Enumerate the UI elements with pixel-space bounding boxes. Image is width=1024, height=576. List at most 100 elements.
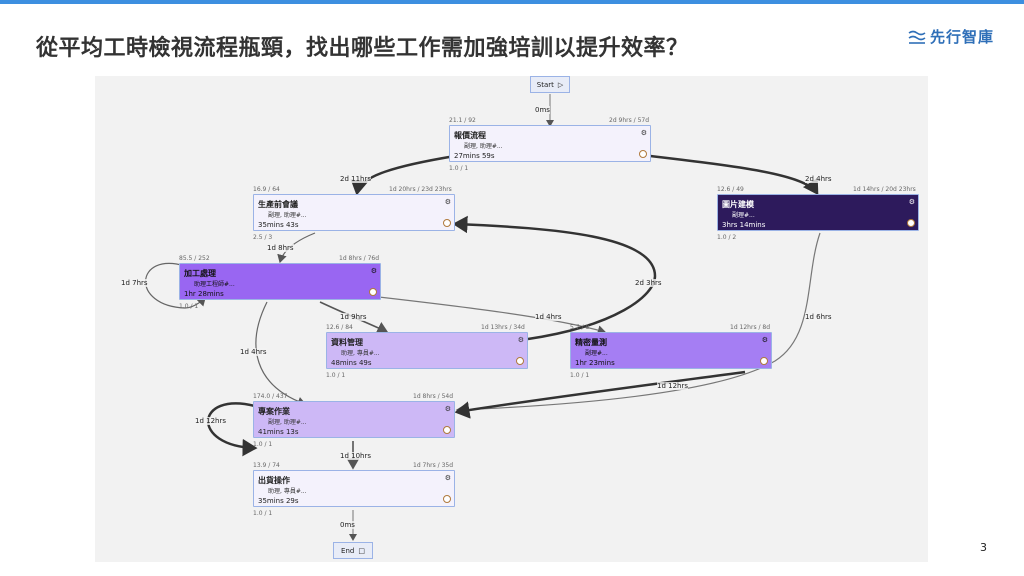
activity-name: 專案作業 [258,407,290,416]
edge-label: 0ms [535,106,550,114]
activity-node-jingmi[interactable]: 精密量測 副理#... 1hr 23mins ⚙ [570,332,772,369]
activity-node-shengchan[interactable]: 生產前會議 副理, 助理#... 35mins 43s ⚙ [253,194,455,231]
start-label: Start [536,80,554,89]
edge-label: 2d 11hrs [340,175,371,183]
stop-icon: □ [358,546,365,555]
edge-label: 1d 12hrs [657,382,688,390]
edge-jingmi-zhuanan [454,370,746,419]
brand-logo: 先行智庫 [908,26,994,47]
activity-node-baojia[interactable]: 報價流程 副理, 助理#... 27mins 59s ⚙ [449,125,651,162]
settings-icon[interactable]: ⚙ [370,267,377,275]
edge-jiagong-loop [145,262,206,309]
clock-icon [516,357,524,365]
activity-duration: 48mins 49s [331,359,372,367]
activity-node-ziliao[interactable]: 資料管理 助理, 專員#... 48mins 49s ⚙ [326,332,528,369]
node-bottom-stat: 1.0 / 1 [326,372,346,379]
edge-label: 1d 10hrs [340,452,371,460]
start-node[interactable]: Start ▷ [530,76,570,93]
logo-text: 先行智庫 [930,28,995,46]
settings-icon[interactable]: ⚙ [517,336,524,344]
edge-label: 1d 8hrs [267,244,294,252]
edge-zhuanan-loop [206,402,258,457]
node-stats-left: 13.9 / 74 [253,462,280,469]
activity-name: 出貨操作 [258,476,290,485]
edge-ziliao-shengchan [452,215,657,341]
node-stats-left: 16.9 / 64 [253,186,280,193]
edge-jiagong-zhuanan [255,301,307,407]
node-stats-right: 1d 8hrs / 76d [339,255,380,262]
activity-roles: 副理#... [732,212,755,219]
play-icon: ▷ [557,80,564,89]
node-bottom-stat: 1.0 / 1 [253,510,273,517]
logo-waves-icon [908,30,926,44]
settings-icon[interactable]: ⚙ [761,336,768,344]
node-stats-left: 5.7 / 8 [570,324,590,331]
settings-icon[interactable]: ⚙ [444,405,451,413]
node-stats-right: 1d 12hrs / 8d [730,324,771,331]
edge-label: 0ms [340,521,355,529]
edge-baojia-shengchan [350,154,456,196]
activity-duration: 35mins 29s [258,497,299,505]
activity-name: 報價流程 [454,131,486,140]
clock-icon [639,150,647,158]
activity-roles: 副理, 助理#... [464,143,503,150]
activity-roles: 助理, 專員#... [268,488,307,495]
activity-duration: 1hr 23mins [575,359,615,367]
clock-icon [760,357,768,365]
activity-duration: 41mins 13s [258,428,299,436]
edge-label: 1d 4hrs [535,313,562,321]
node-stats-left: 85.5 / 252 [179,255,210,262]
activity-duration: 35mins 43s [258,221,299,229]
edge-label: 1d 6hrs [805,313,832,321]
node-bottom-stat: 1.0 / 1 [253,441,273,448]
activity-name: 精密量測 [575,338,607,347]
activity-name: 加工處理 [184,269,216,278]
process-map-canvas[interactable]: Start ▷ End □ 0ms 2d 11hrs 2d 4hrs 1d 8h… [95,76,928,562]
activity-duration: 27mins 59s [454,152,495,160]
edge-label: 1d 9hrs [340,313,367,321]
clock-icon [369,288,377,296]
activity-roles: 副理#... [585,350,608,357]
activity-roles: 副理, 助理#... [268,212,307,219]
settings-icon[interactable]: ⚙ [908,198,915,206]
activity-name: 圖片建模 [722,200,754,209]
activity-node-jiagong[interactable]: 加工處理 助理工程師#... 1hr 28mins ⚙ [179,263,381,300]
edge-label: 2d 3hrs [635,279,662,287]
edge-label: 1d 12hrs [195,417,226,425]
settings-icon[interactable]: ⚙ [444,474,451,482]
node-stats-left: 12.6 / 84 [326,324,353,331]
edge-label: 1d 7hrs [121,279,148,287]
page-number: 3 [980,541,987,554]
settings-icon[interactable]: ⚙ [444,198,451,206]
node-stats-right: 2d 9hrs / 57d [609,117,650,124]
activity-roles: 助理, 專員#... [341,350,380,357]
node-bottom-stat: 1.0 / 1 [449,165,469,172]
node-bottom-stat: 1.0 / 2 [717,234,737,241]
activity-node-chuhuo[interactable]: 出貨操作 助理, 專員#... 35mins 29s ⚙ [253,470,455,507]
node-stats-right: 1d 7hrs / 35d [413,462,454,469]
activity-node-zhuanan[interactable]: 專案作業 副理, 助理#... 41mins 13s ⚙ [253,401,455,438]
node-stats-right: 1d 8hrs / 54d [413,393,454,400]
activity-duration: 1hr 28mins [184,290,224,298]
node-stats-right: 1d 13hrs / 34d [481,324,525,331]
clock-icon [907,219,915,227]
clock-icon [443,426,451,434]
activity-name: 資料管理 [331,338,363,347]
clock-icon [443,495,451,503]
node-bottom-stat: 1.0 / 1 [570,372,590,379]
activity-duration: 3hrs 14mins [722,221,766,229]
activity-roles: 副理, 助理#... [268,419,307,426]
edge-label: 2d 4hrs [805,175,832,183]
activity-roles: 助理工程師#... [194,281,235,288]
settings-icon[interactable]: ⚙ [640,129,647,137]
end-label: End [341,546,355,555]
end-node[interactable]: End □ [333,542,373,559]
edge-baojia-tupian [649,154,819,196]
edge-tupian-zhuanan [455,232,821,415]
activity-node-tupian[interactable]: 圖片建模 副理#... 3hrs 14mins ⚙ [717,194,919,231]
node-bottom-stat: 1.0 / 1 [179,303,199,310]
node-stats-left: 12.6 / 49 [717,186,744,193]
activity-name: 生產前會議 [258,200,298,209]
clock-icon [443,219,451,227]
node-stats-left: 174.0 / 437 [253,393,288,400]
